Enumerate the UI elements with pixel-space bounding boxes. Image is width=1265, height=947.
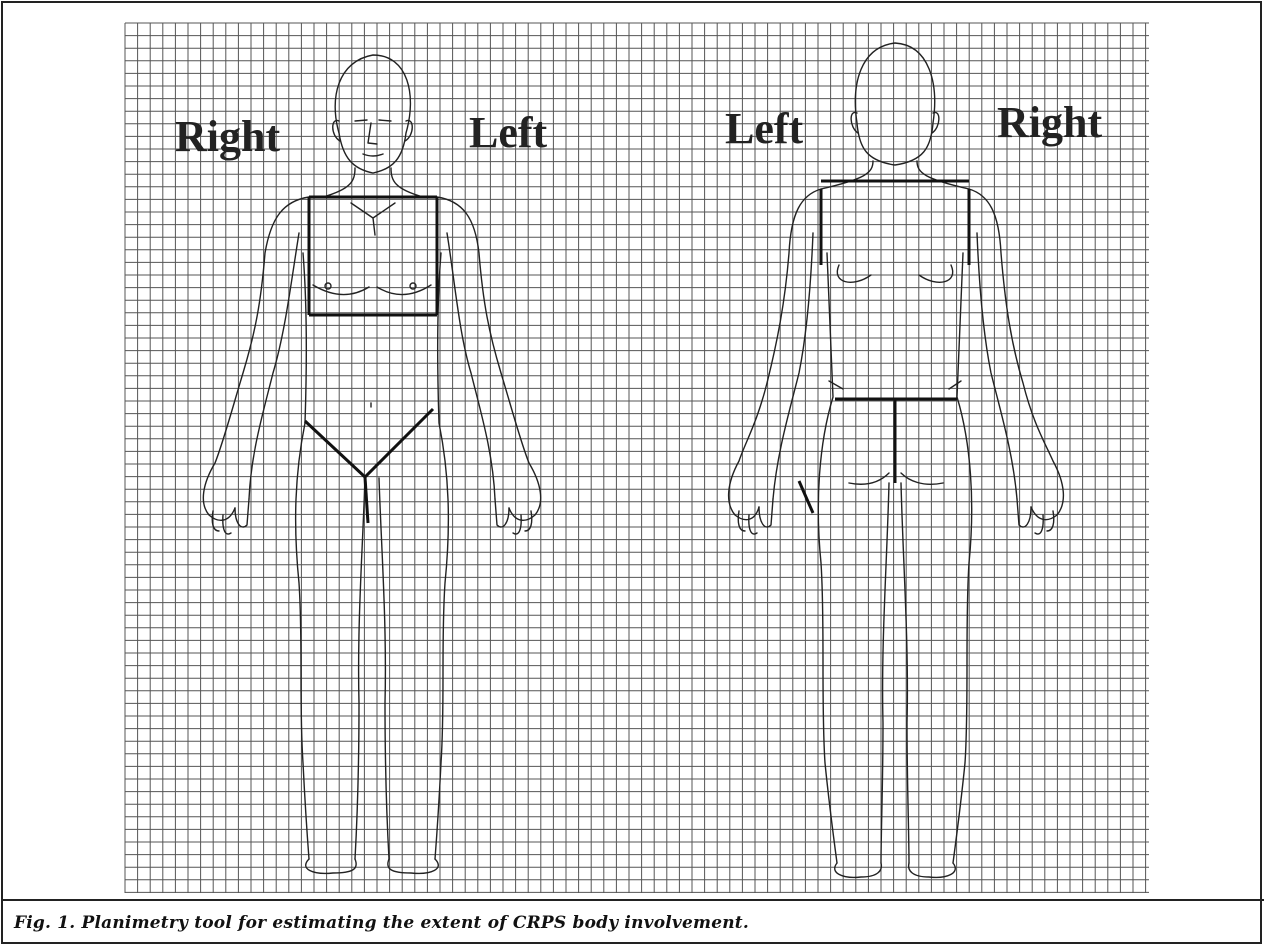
back-label-right: Right (997, 98, 1102, 147)
front-label-right: Right (175, 112, 280, 161)
back-label-left: Left (725, 104, 804, 153)
planimetry-svg: Right Left Left Right (3, 3, 1264, 899)
caption-row: Fig. 1. Planimetry tool for estimating t… (3, 899, 1264, 946)
figure-caption: Fig. 1. Planimetry tool for estimating t… (14, 913, 749, 933)
front-planimetry-lines (305, 197, 437, 523)
front-label-left: Left (469, 108, 548, 157)
planimetry-chart: Right Left Left Right (3, 3, 1264, 899)
